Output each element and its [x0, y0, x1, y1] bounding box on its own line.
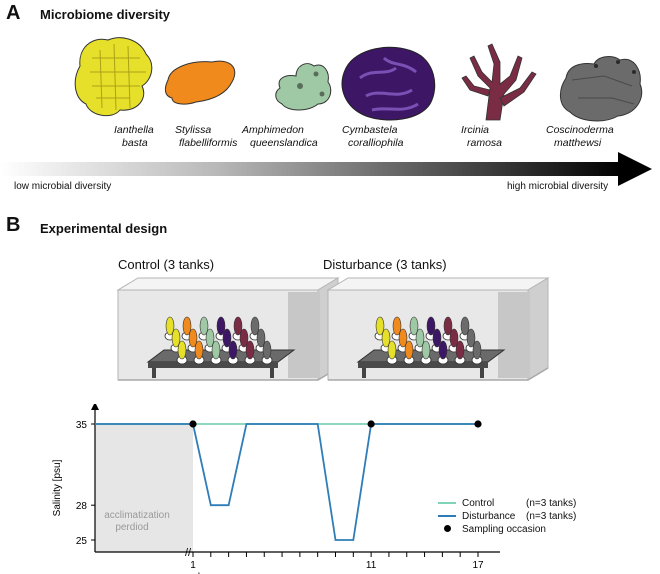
sampling-point-day-11: [367, 420, 375, 428]
axis-break-mark: //: [185, 547, 192, 559]
legend-item-control: Control(n=3 tanks): [438, 497, 576, 510]
sponge-illustrations: [74, 37, 643, 122]
panel-b-title: Experimental design: [40, 221, 168, 236]
cymbastela-coralliophila-illustration: [341, 46, 436, 121]
y-tick-label-35: 35: [76, 420, 88, 431]
chart-legend: Control(n=3 tanks) Disturbance(n=3 tanks…: [438, 497, 576, 536]
diversity-gradient-arrow: [0, 152, 652, 186]
panel-a-letter: A: [6, 2, 21, 24]
legend-swatch-disturbance: [438, 515, 456, 518]
legend-item-sampling: Sampling occasion: [438, 523, 576, 536]
legend-swatch-control: [438, 502, 456, 505]
coscinoderma-matthewsi-illustration: [560, 56, 643, 122]
y-axis-arrowhead: [91, 404, 99, 410]
y-tick-label-28: 28: [76, 501, 88, 512]
high-diversity-label: high microbial diversity: [507, 181, 609, 192]
low-diversity-label: low microbial diversity: [14, 181, 112, 192]
y-axis-label: Salinity [psu]: [52, 459, 63, 516]
panel-b-letter: B: [6, 214, 21, 236]
control-tank-label: Control (3 tanks): [118, 257, 215, 272]
sampling-point-day-17: [474, 420, 482, 428]
sampling-point-day-1: [189, 420, 197, 428]
legend-swatch-sampling: [438, 523, 456, 536]
disturbance-tank-label: Disturbance (3 tanks): [323, 257, 447, 272]
stylissa-flabelliformis-illustration: [164, 60, 236, 105]
series-line-disturbance: [95, 423, 478, 541]
amphimedon-queenslandica-illustration: [275, 63, 332, 111]
x-tick-label-11: 11: [366, 560, 377, 571]
ianthella-basta-illustration: [74, 37, 153, 117]
y-tick-label-25: 25: [76, 536, 88, 547]
acclimatization-region: [95, 424, 193, 552]
ircinia-ramosa-illustration: [461, 43, 537, 121]
disturbance-tank-illustration: [326, 277, 550, 381]
acclimatization-label-line1: acclimatization: [104, 510, 170, 521]
acclimatization-label-line2: perdiod: [115, 522, 148, 533]
tank-illustrations: [116, 277, 550, 381]
legend-item-disturbance: Disturbance(n=3 tanks): [438, 510, 576, 523]
panel-a-title: Microbiome diversity: [40, 7, 171, 22]
x-tick-label-1: 1: [190, 560, 196, 571]
x-tick-label-17: 17: [472, 560, 484, 571]
x-axis-label: days: [194, 572, 215, 574]
control-tank-illustration: [116, 277, 340, 381]
